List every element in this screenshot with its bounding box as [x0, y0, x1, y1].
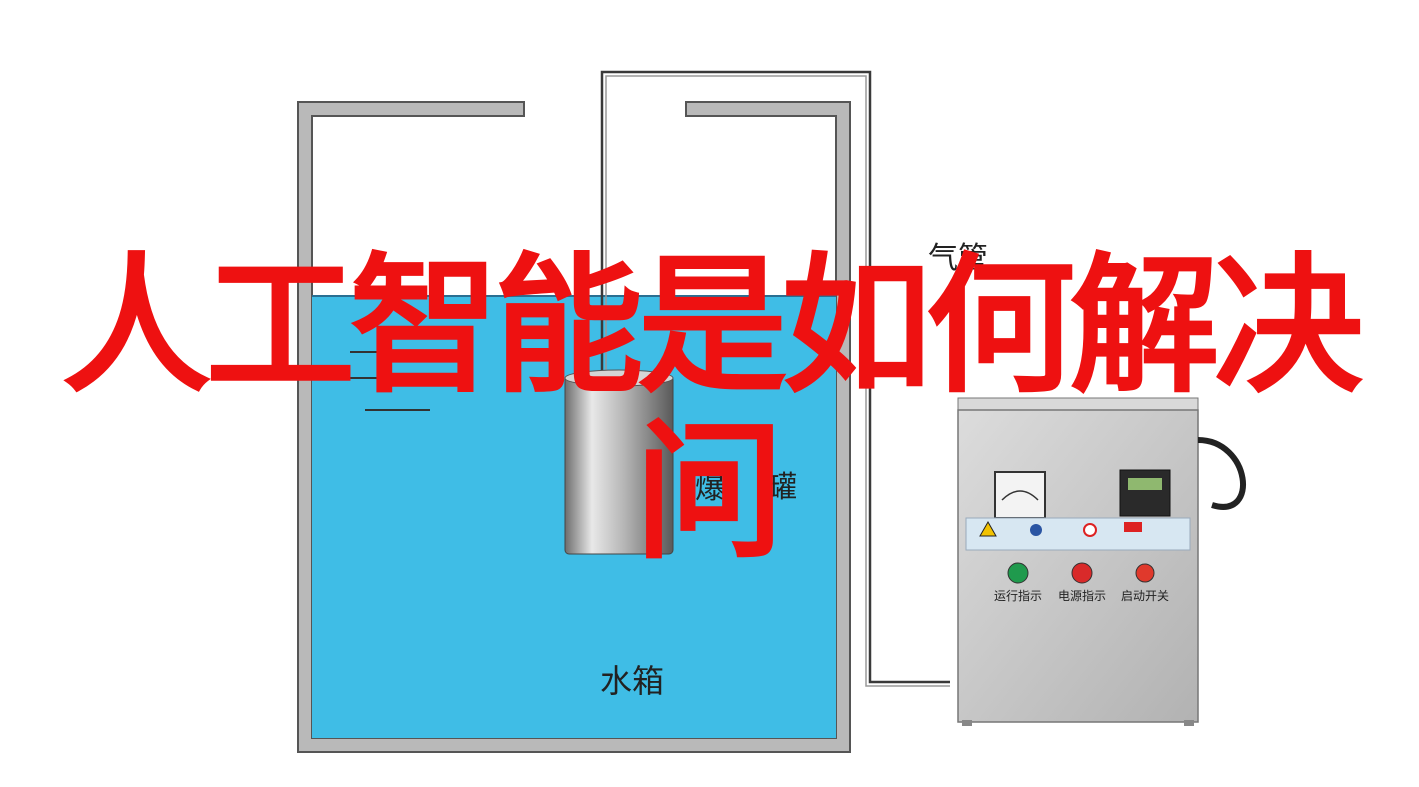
air-pipe-line	[600, 70, 950, 684]
notice-icon	[1124, 522, 1142, 532]
start-switch-knob	[1135, 563, 1155, 583]
ammeter-needle	[1001, 490, 1039, 501]
air-pipe-label: 气管	[928, 241, 988, 276]
tank-label-partial: 爆	[695, 471, 725, 506]
warning-triangle-icon	[979, 520, 997, 537]
tank-label: 罐	[767, 470, 797, 505]
control-cabinet	[957, 397, 1247, 726]
electric-hazard-icon	[1030, 524, 1042, 536]
cabinet-foot-right	[1184, 720, 1194, 726]
no-touch-icon	[1083, 523, 1097, 537]
air-pipe-inner	[605, 75, 950, 687]
run-indicator-lamp	[1007, 562, 1029, 584]
timer-display	[1119, 469, 1171, 517]
air-pipe	[600, 70, 950, 687]
water-tank-label: 水箱	[600, 662, 664, 700]
start-switch-label: 启动开关	[1121, 589, 1169, 603]
run-indicator-label: 运行指示	[994, 588, 1042, 603]
headline-line-1: 人工智能是如何解决	[61, 240, 1363, 414]
tank-wall-left	[297, 101, 851, 753]
cabinet-foot-left	[962, 720, 972, 726]
power-indicator-label: 电源指示	[1058, 588, 1106, 603]
power-indicator-lamp	[1071, 562, 1093, 584]
warning-strip	[965, 517, 1191, 551]
steel-tank	[564, 369, 674, 555]
headline-line-2: 问	[634, 406, 785, 580]
ammeter	[994, 471, 1046, 519]
timer-screen	[1128, 478, 1162, 490]
cabinet-cable-loop	[1197, 437, 1247, 510]
steel-tank-top	[564, 369, 674, 387]
